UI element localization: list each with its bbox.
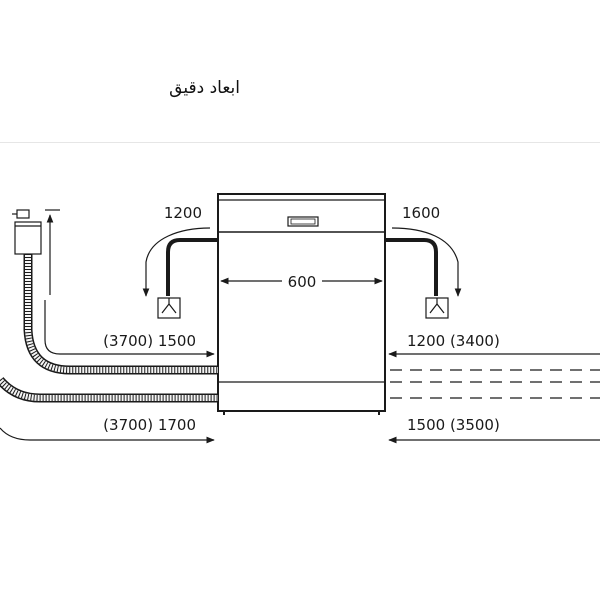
width-label: 600 xyxy=(288,273,317,291)
left-bottom-dimension xyxy=(0,427,215,444)
left-mid-dimension xyxy=(44,300,215,358)
right-top-dimension xyxy=(391,227,462,297)
outlet-hose xyxy=(0,376,218,403)
drain-siphon-icon xyxy=(425,297,449,319)
right-top-label: 1600 xyxy=(402,204,440,222)
drain-siphon-icon xyxy=(157,297,181,319)
water-tap-icon xyxy=(12,209,42,255)
left-top-dimension xyxy=(142,227,211,297)
left-mid-label: (3700) 1500 xyxy=(103,332,196,350)
left-bottom-label: (3700) 1700 xyxy=(103,416,196,434)
dishwasher-outline xyxy=(217,193,386,415)
right-dashed-continuation xyxy=(390,369,600,399)
tap-height-dimension xyxy=(45,209,60,295)
right-bottom-label: 1500 (3500) xyxy=(407,416,500,434)
inlet-hose xyxy=(23,254,218,375)
control-display xyxy=(290,218,316,225)
right-mid-label: 1200 (3400) xyxy=(407,332,500,350)
header-divider xyxy=(0,142,600,143)
page-title: ابعاد دقیق xyxy=(169,78,240,98)
right-drain-hose xyxy=(385,238,438,296)
left-drain-hose xyxy=(166,238,218,296)
left-top-label: 1200 xyxy=(164,204,202,222)
